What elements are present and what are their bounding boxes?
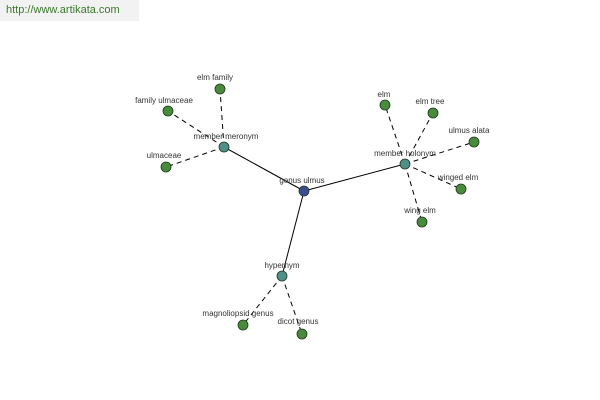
label-elm-family: elm family: [197, 73, 233, 82]
label-magnoliopsid-genus: magnoliopsid genus: [202, 309, 273, 318]
edge-member-meronym-elm-family: [219, 88, 225, 148]
graph-labels: genus ulmus member meronym elm family famil…: [135, 73, 490, 326]
edge-hypernym-magnoliopsid-genus: [242, 275, 283, 326]
edge-member-holonym-elm: [384, 104, 406, 165]
label-elm: elm: [378, 90, 391, 99]
node-member-meronym[interactable]: [218, 141, 230, 153]
label-member-holonym: member holonym: [374, 149, 436, 158]
edge-hypernym-dicot-genus: [281, 275, 303, 335]
label-family-ulmaceae: family ulmaceae: [135, 96, 193, 105]
label-genus-ulmus: genus ulmus: [279, 176, 324, 185]
node-wing-elm[interactable]: [416, 216, 428, 228]
node-family-ulmaceae[interactable]: [162, 105, 174, 117]
label-ulmaceae: ulmaceae: [147, 151, 182, 160]
node-member-holonym[interactable]: [399, 158, 411, 170]
label-wing-elm: wing elm: [403, 206, 436, 215]
node-ulmus-alata[interactable]: [468, 136, 480, 148]
label-hypernym: hypernym: [264, 261, 299, 270]
label-elm-tree: elm tree: [416, 97, 445, 106]
node-winged-elm[interactable]: [455, 183, 467, 195]
node-elm-tree[interactable]: [427, 107, 439, 119]
node-elm[interactable]: [379, 99, 391, 111]
edge-member-holonym-ulmus-alata: [404, 141, 475, 165]
node-hypernym[interactable]: [276, 270, 288, 282]
edge-center-hypernym: [281, 190, 305, 277]
site-watermark[interactable]: http://www.artikata.com: [0, 0, 139, 21]
node-genus-ulmus[interactable]: [298, 185, 310, 197]
edge-member-holonym-winged-elm: [404, 163, 462, 190]
label-winged-elm: winged elm: [437, 173, 479, 182]
node-elm-family[interactable]: [214, 83, 226, 95]
label-ulmus-alata: ulmus alata: [449, 126, 490, 135]
graph-nodes: [160, 83, 480, 340]
edge-member-holonym-wing-elm: [404, 163, 423, 223]
label-dicot-genus: dicot genus: [278, 317, 319, 326]
label-member-meronym: member meronym: [194, 132, 259, 141]
edge-member-holonym-elm-tree: [404, 112, 434, 165]
node-ulmaceae[interactable]: [160, 161, 172, 173]
edge-center-member-holonym: [303, 163, 406, 192]
edge-member-meronym-ulmaceae: [165, 146, 225, 168]
edge-member-meronym-family-ulmaceae: [167, 110, 225, 148]
node-dicot-genus[interactable]: [296, 328, 308, 340]
node-magnoliopsid-genus[interactable]: [237, 319, 249, 331]
edge-center-member-meronym: [223, 146, 305, 192]
graph-edges: [165, 88, 475, 335]
